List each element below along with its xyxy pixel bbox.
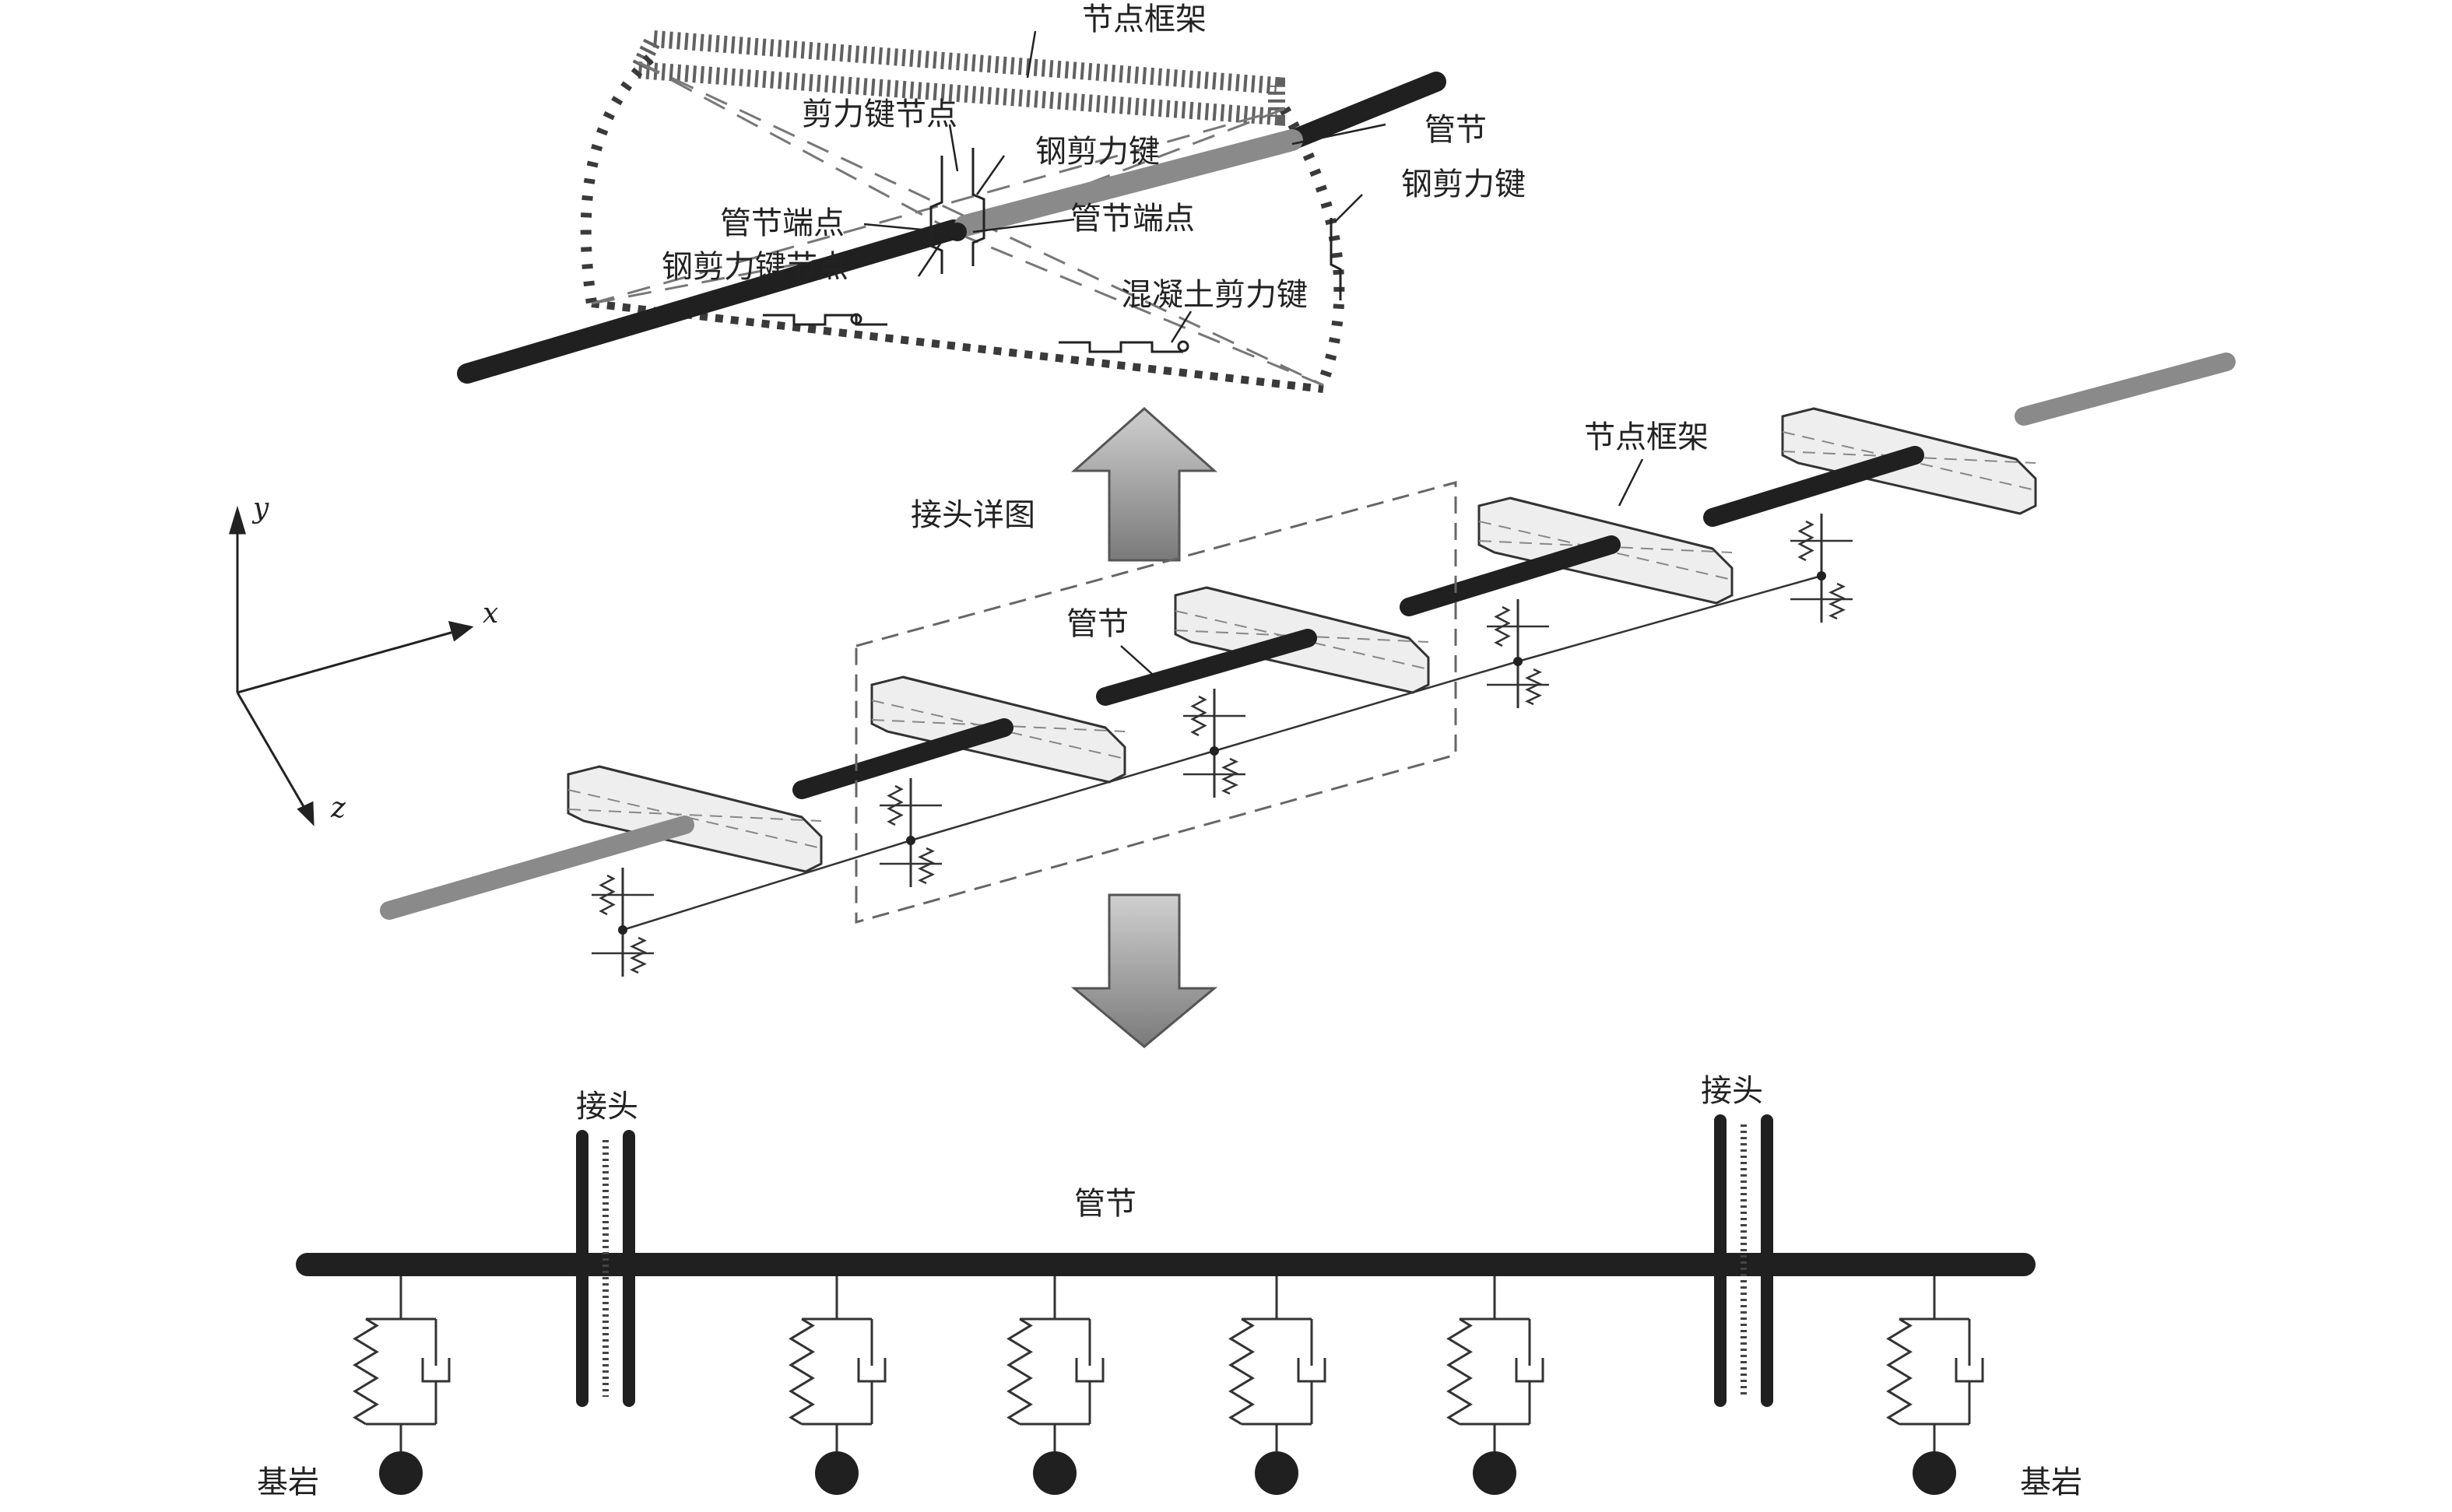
bottom-supports: [353, 1276, 1984, 1495]
support-spring: [1525, 668, 1542, 706]
bedrock-support-4: [1228, 1276, 1326, 1495]
middle-node-frame-leader: [1618, 458, 1644, 507]
pipe-segment-4: [1703, 446, 1924, 527]
bedrock-support-2: [789, 1276, 887, 1495]
bottom-label-bedrock-left: 基岩: [257, 1465, 319, 1500]
detail-pipe-end-dot: [948, 223, 967, 241]
bottom-label-pipe-segment: 管节: [1074, 1186, 1136, 1222]
spring-support-1: [592, 868, 654, 977]
middle-label-pipe-segment: 管节: [1066, 606, 1129, 642]
detail-frame-top-band: [624, 30, 1285, 126]
node-frame-edge: [1813, 407, 2017, 461]
coordinate-axes: [228, 505, 474, 826]
connecting-spring-line: [1517, 574, 1822, 663]
detail-pipe-light: [954, 129, 1303, 237]
multi-segment-model: [380, 353, 2236, 977]
support-spring: [1006, 1317, 1033, 1426]
pipe-light-right: [2015, 353, 2236, 426]
axis-label-z: z: [330, 792, 346, 824]
down-arrow: [1070, 893, 1218, 1048]
node-frame-1: [567, 765, 823, 873]
up-arrow: [1071, 406, 1217, 562]
detail-frame-bottom-edge: [591, 300, 1324, 393]
spring-support-3: [1183, 689, 1245, 798]
detail-frame-left-edge: [580, 54, 654, 304]
detail-label-pipe-segment: 管节: [1424, 112, 1487, 148]
bedrock-ball: [1913, 1451, 1956, 1495]
support-spring: [353, 1317, 379, 1426]
support-spring: [1228, 1317, 1255, 1426]
support-spring: [1828, 582, 1846, 620]
node-frame-edge: [1206, 586, 1410, 640]
connecting-spring-line: [622, 839, 912, 931]
pipe-segment-1: [792, 718, 1013, 799]
bedrock-support-1: [353, 1276, 451, 1495]
node-frame-edge: [1509, 496, 1713, 550]
spring-support-4: [1487, 599, 1549, 708]
middle-label-node-frame: 节点框架: [1584, 419, 1709, 455]
node-frame-edge: [599, 765, 803, 819]
bedrock-support-6: [1886, 1276, 1984, 1495]
detail-label-steel-shear-key-node: 钢剪力键节点: [662, 249, 848, 285]
bedrock-ball: [1473, 1451, 1516, 1495]
beam-on-spring-model: [296, 1114, 2036, 1495]
bottom-label-joint-left: 接头: [576, 1089, 638, 1124]
node-frame-edge: [902, 675, 1106, 729]
pipe-segment-2: [1096, 629, 1317, 706]
detail-pipe-dark: [457, 219, 964, 384]
bottom-label-joint-right: 接头: [1701, 1073, 1763, 1109]
support-node: [618, 925, 627, 935]
support-node: [1210, 746, 1219, 756]
axis-label-y: y: [251, 493, 269, 524]
detail-label-node-frame: 节点框架: [1082, 2, 1207, 37]
spring-support-2: [880, 778, 942, 887]
connecting-spring-line: [910, 749, 1215, 842]
joint-detail-label: 接头详图: [911, 497, 1035, 533]
spring-support-5: [1790, 514, 1853, 623]
detail-label-pipe-end-left: 管节端点: [720, 205, 845, 241]
detail-label-concrete-shear-key: 混凝土剪力键: [1121, 277, 1308, 313]
bedrock-ball: [379, 1451, 423, 1495]
node-frame-diagonal: [567, 809, 822, 822]
bedrock-ball: [815, 1451, 859, 1495]
bottom-joint-left: [576, 1130, 635, 1407]
detail-pipe-dark-right: [1282, 72, 1446, 150]
pipe-segment-3: [1400, 535, 1621, 616]
pipe-light-left: [380, 816, 694, 920]
support-spring: [1886, 1317, 1913, 1426]
support-spring: [1221, 757, 1238, 795]
detail-shear-keys: [763, 148, 1342, 353]
support-node: [906, 836, 915, 845]
detail-label-steel-shear-key-right: 钢剪力键: [1401, 167, 1526, 202]
bedrock-ball: [1033, 1451, 1077, 1495]
support-spring: [918, 847, 935, 885]
support-spring: [789, 1317, 815, 1426]
detail-leader-lines: [863, 30, 1386, 343]
detail-label-steel-shear-key: 钢剪力键: [1035, 134, 1160, 170]
bedrock-ball: [1255, 1451, 1298, 1495]
detail-label-shear-key-node: 剪力键节点: [802, 96, 957, 132]
bedrock-support-5: [1446, 1276, 1544, 1495]
support-spring: [630, 936, 647, 974]
support-spring: [1446, 1317, 1473, 1426]
support-node: [1817, 571, 1826, 581]
detail-label-pipe-end-right: 管节端点: [1070, 201, 1195, 237]
bottom-joint-right: [1714, 1114, 1773, 1407]
middle-pipe-leader: [1120, 645, 1161, 682]
bedrock-support-3: [1006, 1276, 1105, 1495]
connecting-spring-line: [1214, 660, 1519, 752]
bottom-label-bedrock-right: 基岩: [2020, 1465, 2082, 1500]
support-node: [1513, 657, 1523, 666]
axis-label-x: x: [483, 598, 498, 630]
joint-detail-view: 节点框架 管节 剪力键节点 钢剪力键 钢剪力键 管节端点 管节端点 钢剪力键节点…: [457, 2, 1526, 393]
node-frame-diagonal: [567, 789, 822, 849]
